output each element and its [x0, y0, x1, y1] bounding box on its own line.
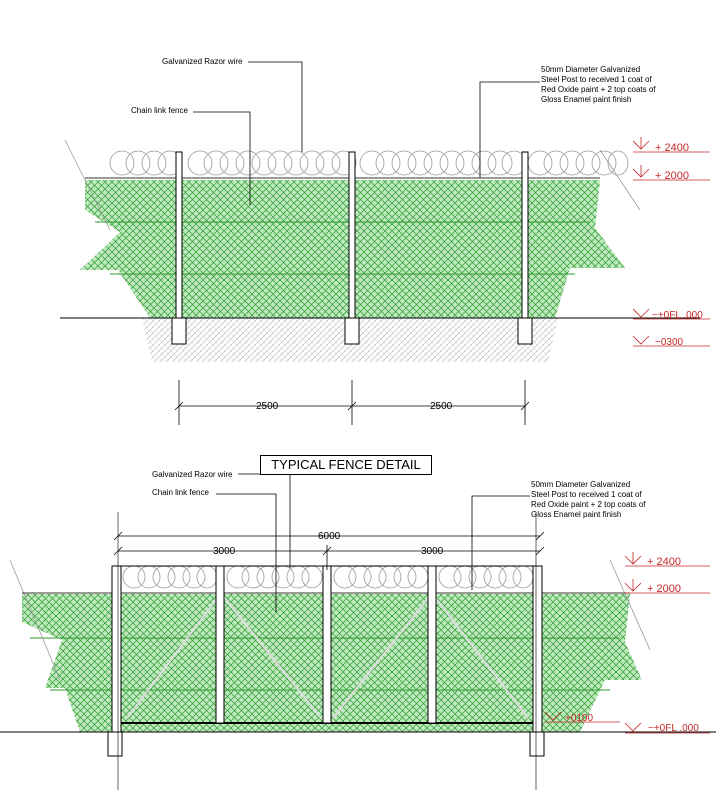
- level-2000: + 2000: [655, 170, 689, 182]
- label-post-3: Red Oxide paint + 2 top coats of: [541, 85, 656, 94]
- level-ffl: −+0FL .000: [652, 310, 703, 321]
- gate-side-hatch: [9, 559, 651, 681]
- level-2400: + 2400: [655, 142, 689, 154]
- gate-elevation: 6000 3000 3000 Galvanized Razor wire Cha…: [0, 470, 716, 790]
- gate-label-post-3: Red Oxide paint + 2 top coats of: [531, 500, 646, 509]
- dim-left: 3000: [213, 546, 236, 557]
- gate-level-2000: + 2000: [647, 583, 681, 595]
- dim-span-1: 2500: [256, 401, 279, 412]
- label-chain-link: Chain link fence: [131, 106, 188, 115]
- gate-label-chain-link: Chain link fence: [152, 488, 209, 497]
- gate-label-post-4: Gloss Enamel paint finish: [531, 510, 621, 519]
- level-minus-300: −0300: [655, 337, 684, 348]
- label-post-2: Steel Post to received 1 coat of: [541, 75, 653, 84]
- level-markers: [632, 137, 710, 347]
- label-post-4: Gloss Enamel paint finish: [541, 95, 631, 104]
- gate-posts: [107, 565, 545, 757]
- gate-leader-lines: [216, 473, 530, 612]
- fence-elevation: 2500 2500 Galvanized Razor wire Chain li…: [60, 57, 710, 425]
- gate-dimension-lines: [113, 531, 545, 570]
- gate-level-ffl: −+0FL .000: [648, 723, 699, 734]
- gate-label-post-2: Steel Post to received 1 coat of: [531, 490, 643, 499]
- label-razor-wire: Galvanized Razor wire: [162, 57, 243, 66]
- gate-label-post-1: 50mm Diameter Galvanized: [531, 480, 630, 489]
- gate-level-2400: + 2400: [647, 556, 681, 568]
- dim-overall: 6000: [318, 531, 341, 542]
- drawing-title: TYPICAL FENCE DETAIL: [260, 455, 432, 475]
- dim-right: 3000: [421, 546, 444, 557]
- side-hatch: [64, 139, 641, 231]
- gate-level-markers: [544, 552, 710, 734]
- razor-wire: [109, 150, 629, 176]
- gate-level-100: +0100: [565, 713, 594, 724]
- label-post-1: 50mm Diameter Galvanized: [541, 65, 640, 74]
- gate-label-razor-wire: Galvanized Razor wire: [152, 470, 233, 479]
- dimension-line: [174, 380, 530, 425]
- leader-lines: [193, 61, 540, 205]
- dim-span-2: 2500: [430, 401, 453, 412]
- gate-braces: [126, 595, 529, 719]
- gate-chain-link-mesh: [22, 594, 642, 732]
